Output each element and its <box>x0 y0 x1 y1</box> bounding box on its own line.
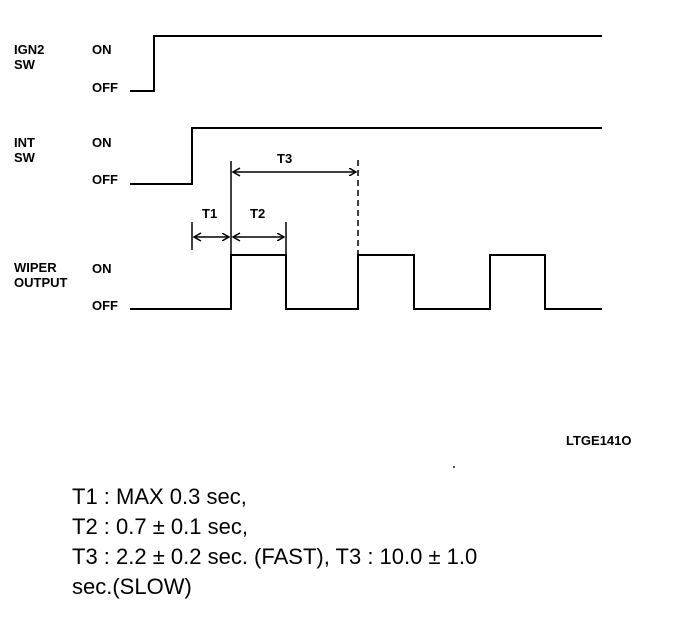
timing-notes: T1 : MAX 0.3 sec, T2 : 0.7 ± 0.1 sec, T3… <box>72 482 662 602</box>
t2-arrow-left-head <box>231 232 241 242</box>
wiper-name-line1: WIPER <box>14 260 57 275</box>
note-t3: T3 : 2.2 ± 0.2 sec. (FAST), T3 : 10.0 ± … <box>72 544 478 569</box>
stray-dot <box>453 466 455 468</box>
ign2-waveform <box>130 35 602 92</box>
int-name-line2: SW <box>14 150 35 165</box>
wiper-output-label: WIPER OUTPUT <box>14 260 67 290</box>
int-on-label: ON <box>92 135 112 150</box>
t2-label: T2 <box>250 206 265 221</box>
t1-arrow-left-head <box>192 232 202 242</box>
wiper-off-label: OFF <box>92 298 118 313</box>
note-t2: T2 : 0.7 ± 0.1 sec, <box>72 514 248 539</box>
ign2-name-line1: IGN2 <box>14 42 45 57</box>
ign2-sw-label: IGN2 SW <box>14 42 44 72</box>
figure-code: LTGE141O <box>566 433 632 448</box>
t3-arrow-left-head <box>231 167 241 177</box>
ign2-name-line2: SW <box>14 57 35 72</box>
ign2-off-label: OFF <box>92 80 118 95</box>
ign2-on-label: ON <box>92 42 112 57</box>
note-t1: T1 : MAX 0.3 sec, <box>72 484 247 509</box>
int-sw-label: INT SW <box>14 135 35 165</box>
wiper-on-label: ON <box>92 261 112 276</box>
int-waveform <box>130 127 602 185</box>
wiper-waveform <box>130 254 602 310</box>
int-name-line1: INT <box>14 135 35 150</box>
note-t3-cont: sec.(SLOW) <box>72 574 192 599</box>
int-off-label: OFF <box>92 172 118 187</box>
wiper-name-line2: OUTPUT <box>14 275 68 290</box>
t1-label: T1 <box>202 206 217 221</box>
t3-label: T3 <box>277 151 292 166</box>
